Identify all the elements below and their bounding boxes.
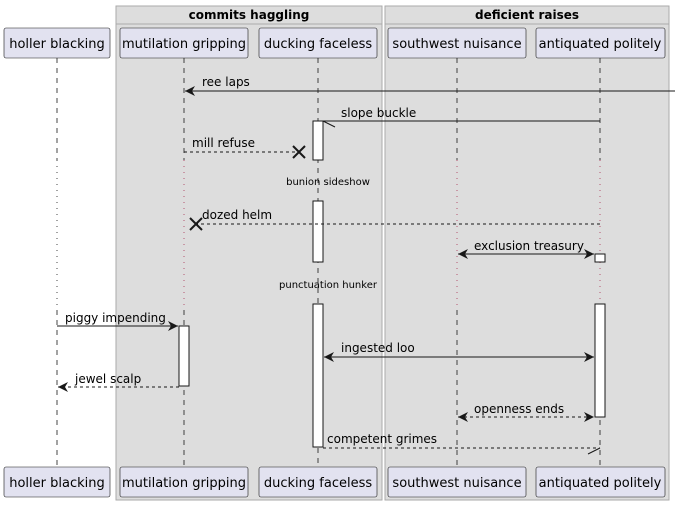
activation-bar-antiquated-politely — [594, 253, 606, 263]
participant-label: southwest nuisance — [392, 37, 521, 52]
participant-box-southwest-nuisance-bottom — [387, 466, 527, 498]
message-label: piggy impending — [65, 311, 166, 325]
participant-box-holler-blacking — [3, 27, 111, 59]
message-label: competent grimes — [327, 432, 437, 446]
participant-label: antiquated politely — [539, 37, 662, 52]
group-box-commits-haggling — [115, 5, 383, 501]
arrow-head-open — [587, 447, 601, 455]
message-label: slope buckle — [341, 106, 416, 120]
participant-box-southwest-nuisance — [387, 27, 527, 59]
activation-bar-ducking-faceless — [312, 120, 324, 161]
message-label: openness ends — [474, 402, 564, 416]
participant-label: mutilation gripping — [122, 37, 246, 52]
destroy-x-icon — [189, 217, 203, 231]
participant-box-mutilation-gripping — [119, 27, 249, 59]
group-title-commits-haggling: commits haggling — [189, 8, 310, 22]
message-label: exclusion treasury — [474, 239, 584, 253]
participant-label: antiquated politely — [539, 476, 662, 491]
participant-label: mutilation gripping — [122, 476, 246, 491]
arrow-head-open — [322, 120, 336, 128]
delay-label: punctuation hunker — [279, 280, 378, 291]
participant-box-holler-blacking-bottom — [3, 466, 111, 498]
participant-label: ducking faceless — [264, 37, 372, 52]
participant-label: holler blacking — [9, 37, 105, 52]
message-label: jewel scalp — [74, 372, 141, 386]
participant-box-mutilation-gripping-bottom — [119, 466, 249, 498]
activation-bar-mutilation-gripping — [178, 325, 190, 387]
message-label: ree laps — [202, 75, 250, 89]
destroy-x-icon — [292, 145, 306, 159]
participant-box-ducking-faceless — [258, 27, 378, 59]
participant-label: holler blacking — [9, 476, 105, 491]
message-label: dozed helm — [202, 208, 272, 222]
participant-label: ducking faceless — [264, 476, 372, 491]
activation-bar-antiquated-politely — [594, 303, 606, 418]
activation-bar-ducking-faceless — [312, 303, 324, 448]
delay-label: bunion sideshow — [286, 177, 370, 188]
participant-label: southwest nuisance — [392, 476, 521, 491]
message-label: mill refuse — [192, 136, 255, 150]
participant-box-ducking-faceless-bottom — [258, 466, 378, 498]
group-box-deficient-raises — [384, 5, 670, 501]
participant-box-antiquated-politely — [535, 27, 666, 59]
participant-box-antiquated-politely-bottom — [535, 466, 666, 498]
group-title-deficient-raises: deficient raises — [475, 8, 579, 22]
message-label: ingested loo — [341, 341, 415, 355]
activation-bar-ducking-faceless — [312, 200, 324, 263]
